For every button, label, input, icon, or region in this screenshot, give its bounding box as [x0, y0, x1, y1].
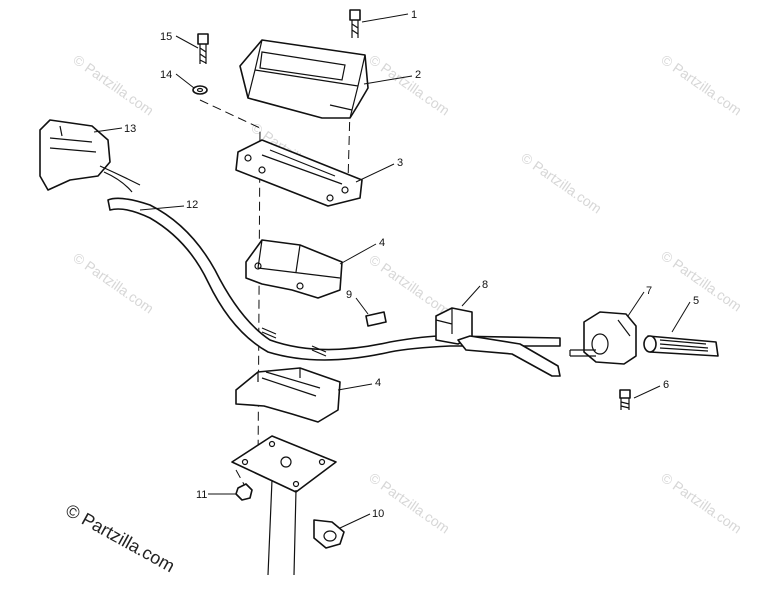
grip-part-5: [643, 335, 719, 357]
callout-2: 2: [415, 69, 421, 81]
clamp-part-4-lower: [235, 367, 341, 423]
watermark: © Partzilla.com: [658, 51, 744, 118]
callout-12: 12: [186, 199, 198, 211]
callout-5: 5: [693, 295, 699, 307]
callout-4-lower: 4: [375, 377, 381, 389]
watermark: © Partzilla.com: [70, 249, 156, 316]
watermark: © Partzilla.com: [366, 51, 452, 118]
callout-14: 14: [160, 69, 172, 81]
callout-3: 3: [397, 157, 403, 169]
watermark: © Partzilla.com: [70, 51, 156, 118]
spacer-part-9: [365, 311, 387, 327]
callout-7: 7: [646, 285, 652, 297]
watermark: © Partzilla.com: [366, 469, 452, 536]
nut-part-11: [235, 483, 253, 501]
watermark: © Partzilla.com: [366, 251, 452, 318]
callout-4-upper: 4: [379, 237, 385, 249]
callout-8: 8: [482, 279, 488, 291]
clamp-part-4-upper: [245, 239, 343, 299]
steering-stem: [267, 479, 297, 576]
callout-13: 13: [124, 123, 136, 135]
callout-6: 6: [663, 379, 669, 391]
brake-lever: [457, 335, 561, 377]
callout-10: 10: [372, 508, 384, 520]
cover-part-2: [239, 39, 369, 119]
riser-plate: [231, 435, 337, 493]
watermark: © Partzilla.com: [658, 247, 744, 314]
bolt-part-15: [197, 33, 209, 64]
switch-part-13: [39, 119, 141, 193]
callout-9: 9: [346, 289, 352, 301]
clamp-part-10: [313, 519, 345, 549]
bolt-part-1: [349, 9, 361, 38]
watermark: © Partzilla.com: [518, 149, 604, 216]
callout-lines: [93, 13, 691, 529]
plate-part-3: [235, 139, 363, 207]
callout-1: 1: [411, 9, 417, 21]
callout-11: 11: [196, 489, 207, 501]
watermark-layer: © Partzilla.com © Partzilla.com © Partzi…: [70, 51, 744, 536]
callout-15: 15: [160, 31, 172, 43]
washer-part-14: [192, 85, 208, 95]
watermark: © Partzilla.com: [658, 469, 744, 536]
throttle-housing-part-7: [569, 311, 637, 365]
callout-labels: 1 2 3 4 4 5 6 7 8 9 10 11 12 13 14 15: [124, 9, 699, 520]
screw-part-6: [619, 389, 631, 410]
